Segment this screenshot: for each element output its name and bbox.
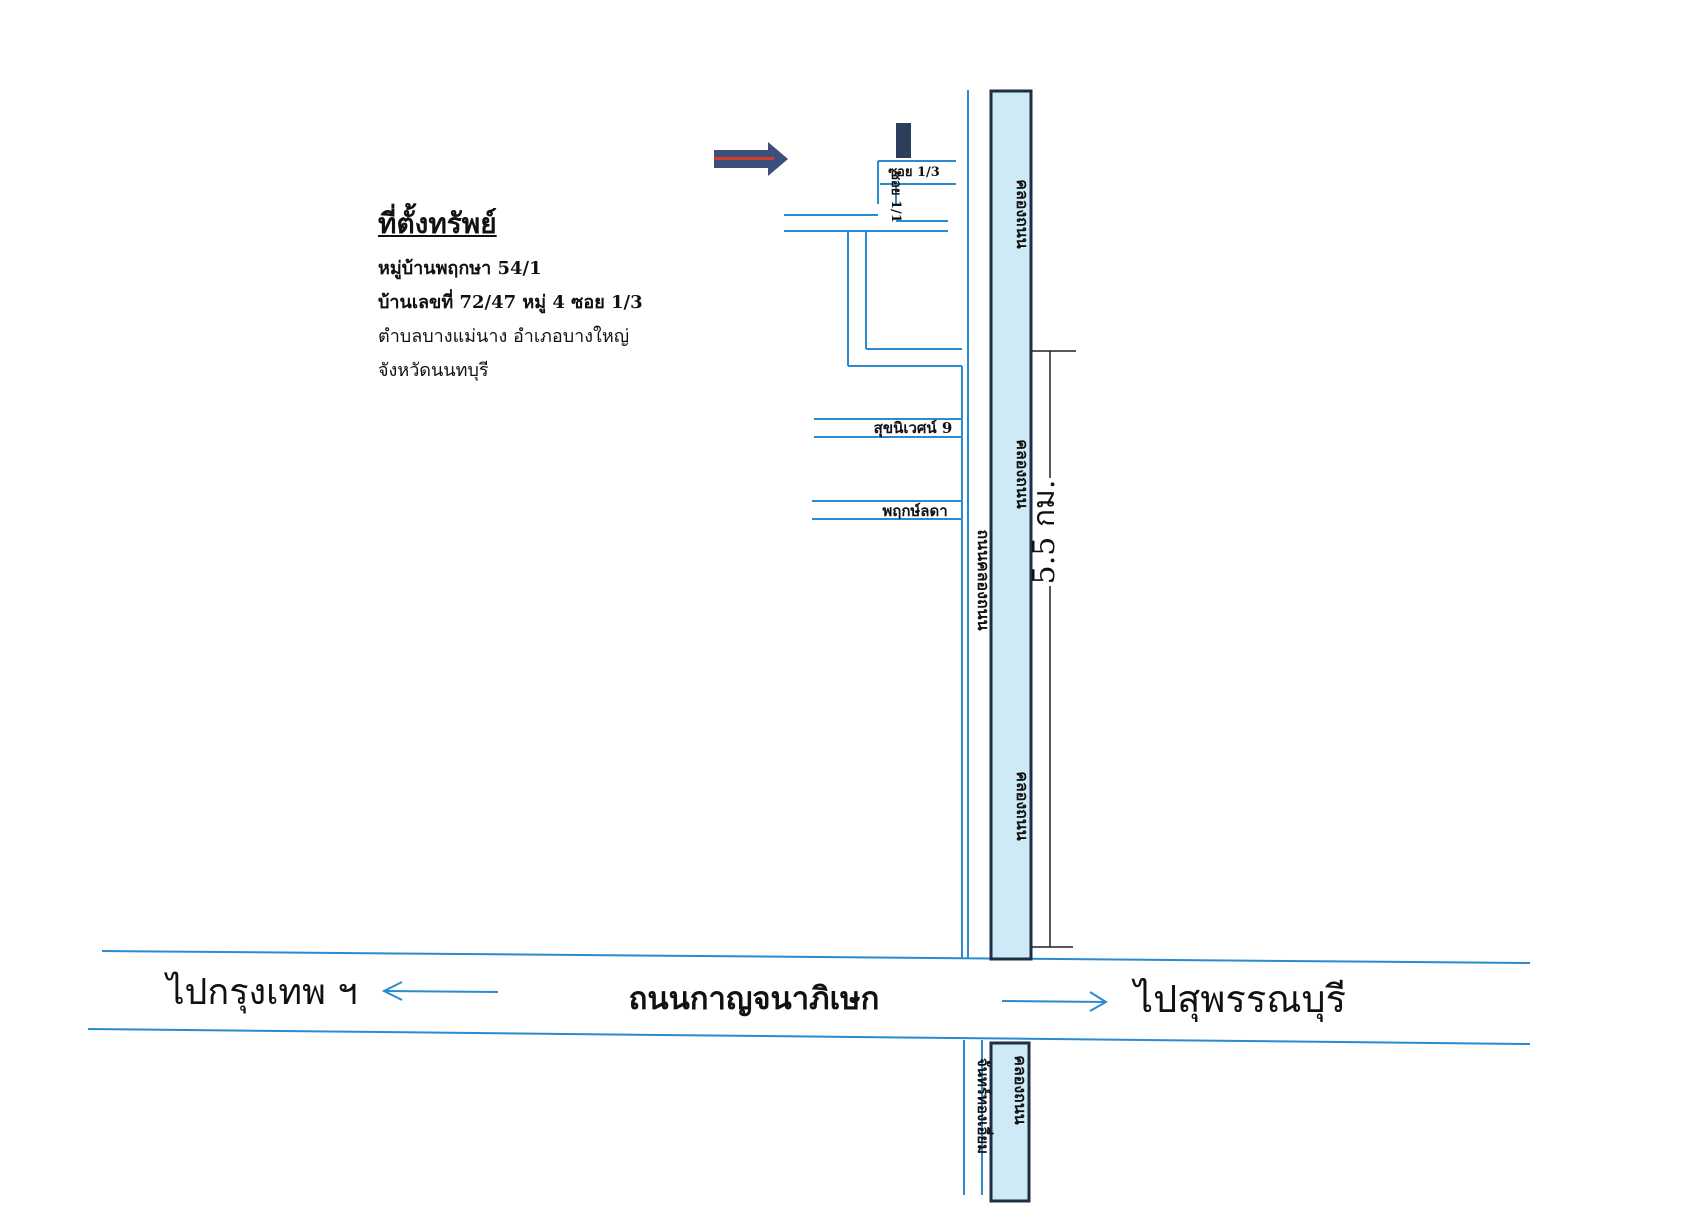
location-legend: ที่ตั้งทรัพย์ หมู่บ้านพฤกษา 54/1 บ้านเลข… xyxy=(378,204,718,388)
legend-province: จังหวัดนนทบุรี xyxy=(378,360,489,381)
subdivision-roads xyxy=(784,160,962,520)
canal-label-upper: คลองถนน xyxy=(1013,179,1032,249)
pruklada-label: พฤกษ์ลดา xyxy=(882,502,947,520)
canal-north xyxy=(989,89,1033,961)
soi-1-1-label: ซอย 1/1 xyxy=(888,171,903,223)
legend-village: หมู่บ้านพฤกษา 54/1 xyxy=(378,258,542,279)
chanthongiam-label: จันทร์ทองเอี่ยม xyxy=(974,1058,994,1154)
canal-south xyxy=(989,1041,1031,1203)
right-arrow-icon xyxy=(714,142,788,176)
canal-label-middle: คลองถนน xyxy=(1013,439,1032,509)
left-arrow-icon xyxy=(381,981,499,1001)
legend-subdistrict: ตำบลบางแม่นาง อำเภอบางใหญ่ xyxy=(378,326,630,347)
canal-road-label: ถนนคลองถนน xyxy=(974,529,993,630)
main-road-label: ถนนกาญจนาภิเษก xyxy=(629,981,880,1017)
canal-label-lower: คลองถนน xyxy=(1013,771,1032,841)
canal-label-south: คลองถนน xyxy=(1011,1055,1030,1125)
distance-marker xyxy=(1031,350,1076,948)
house-marker-icon xyxy=(896,123,911,158)
right-direction-arrow-icon xyxy=(1001,991,1108,1012)
to-suphanburi-label: ไปสุพรรณบุรี xyxy=(1131,977,1346,1022)
soi-1-3-label: ซอย 1/3 xyxy=(888,165,940,180)
to-bangkok-label: ไปกรุงเทพ ฯ xyxy=(163,971,357,1014)
legend-title: ที่ตั้งทรัพย์ xyxy=(378,207,497,240)
sukhaniwet-label: สุขนิเวศน์ 9 xyxy=(874,419,953,438)
main-road xyxy=(87,950,1531,1045)
legend-address: บ้านเลขที่ 72/47 หมู่ 4 ซอย 1/3 xyxy=(378,292,643,313)
distance-label: 5.5 กม. xyxy=(1027,480,1062,585)
canal-road-lines xyxy=(961,90,983,1195)
